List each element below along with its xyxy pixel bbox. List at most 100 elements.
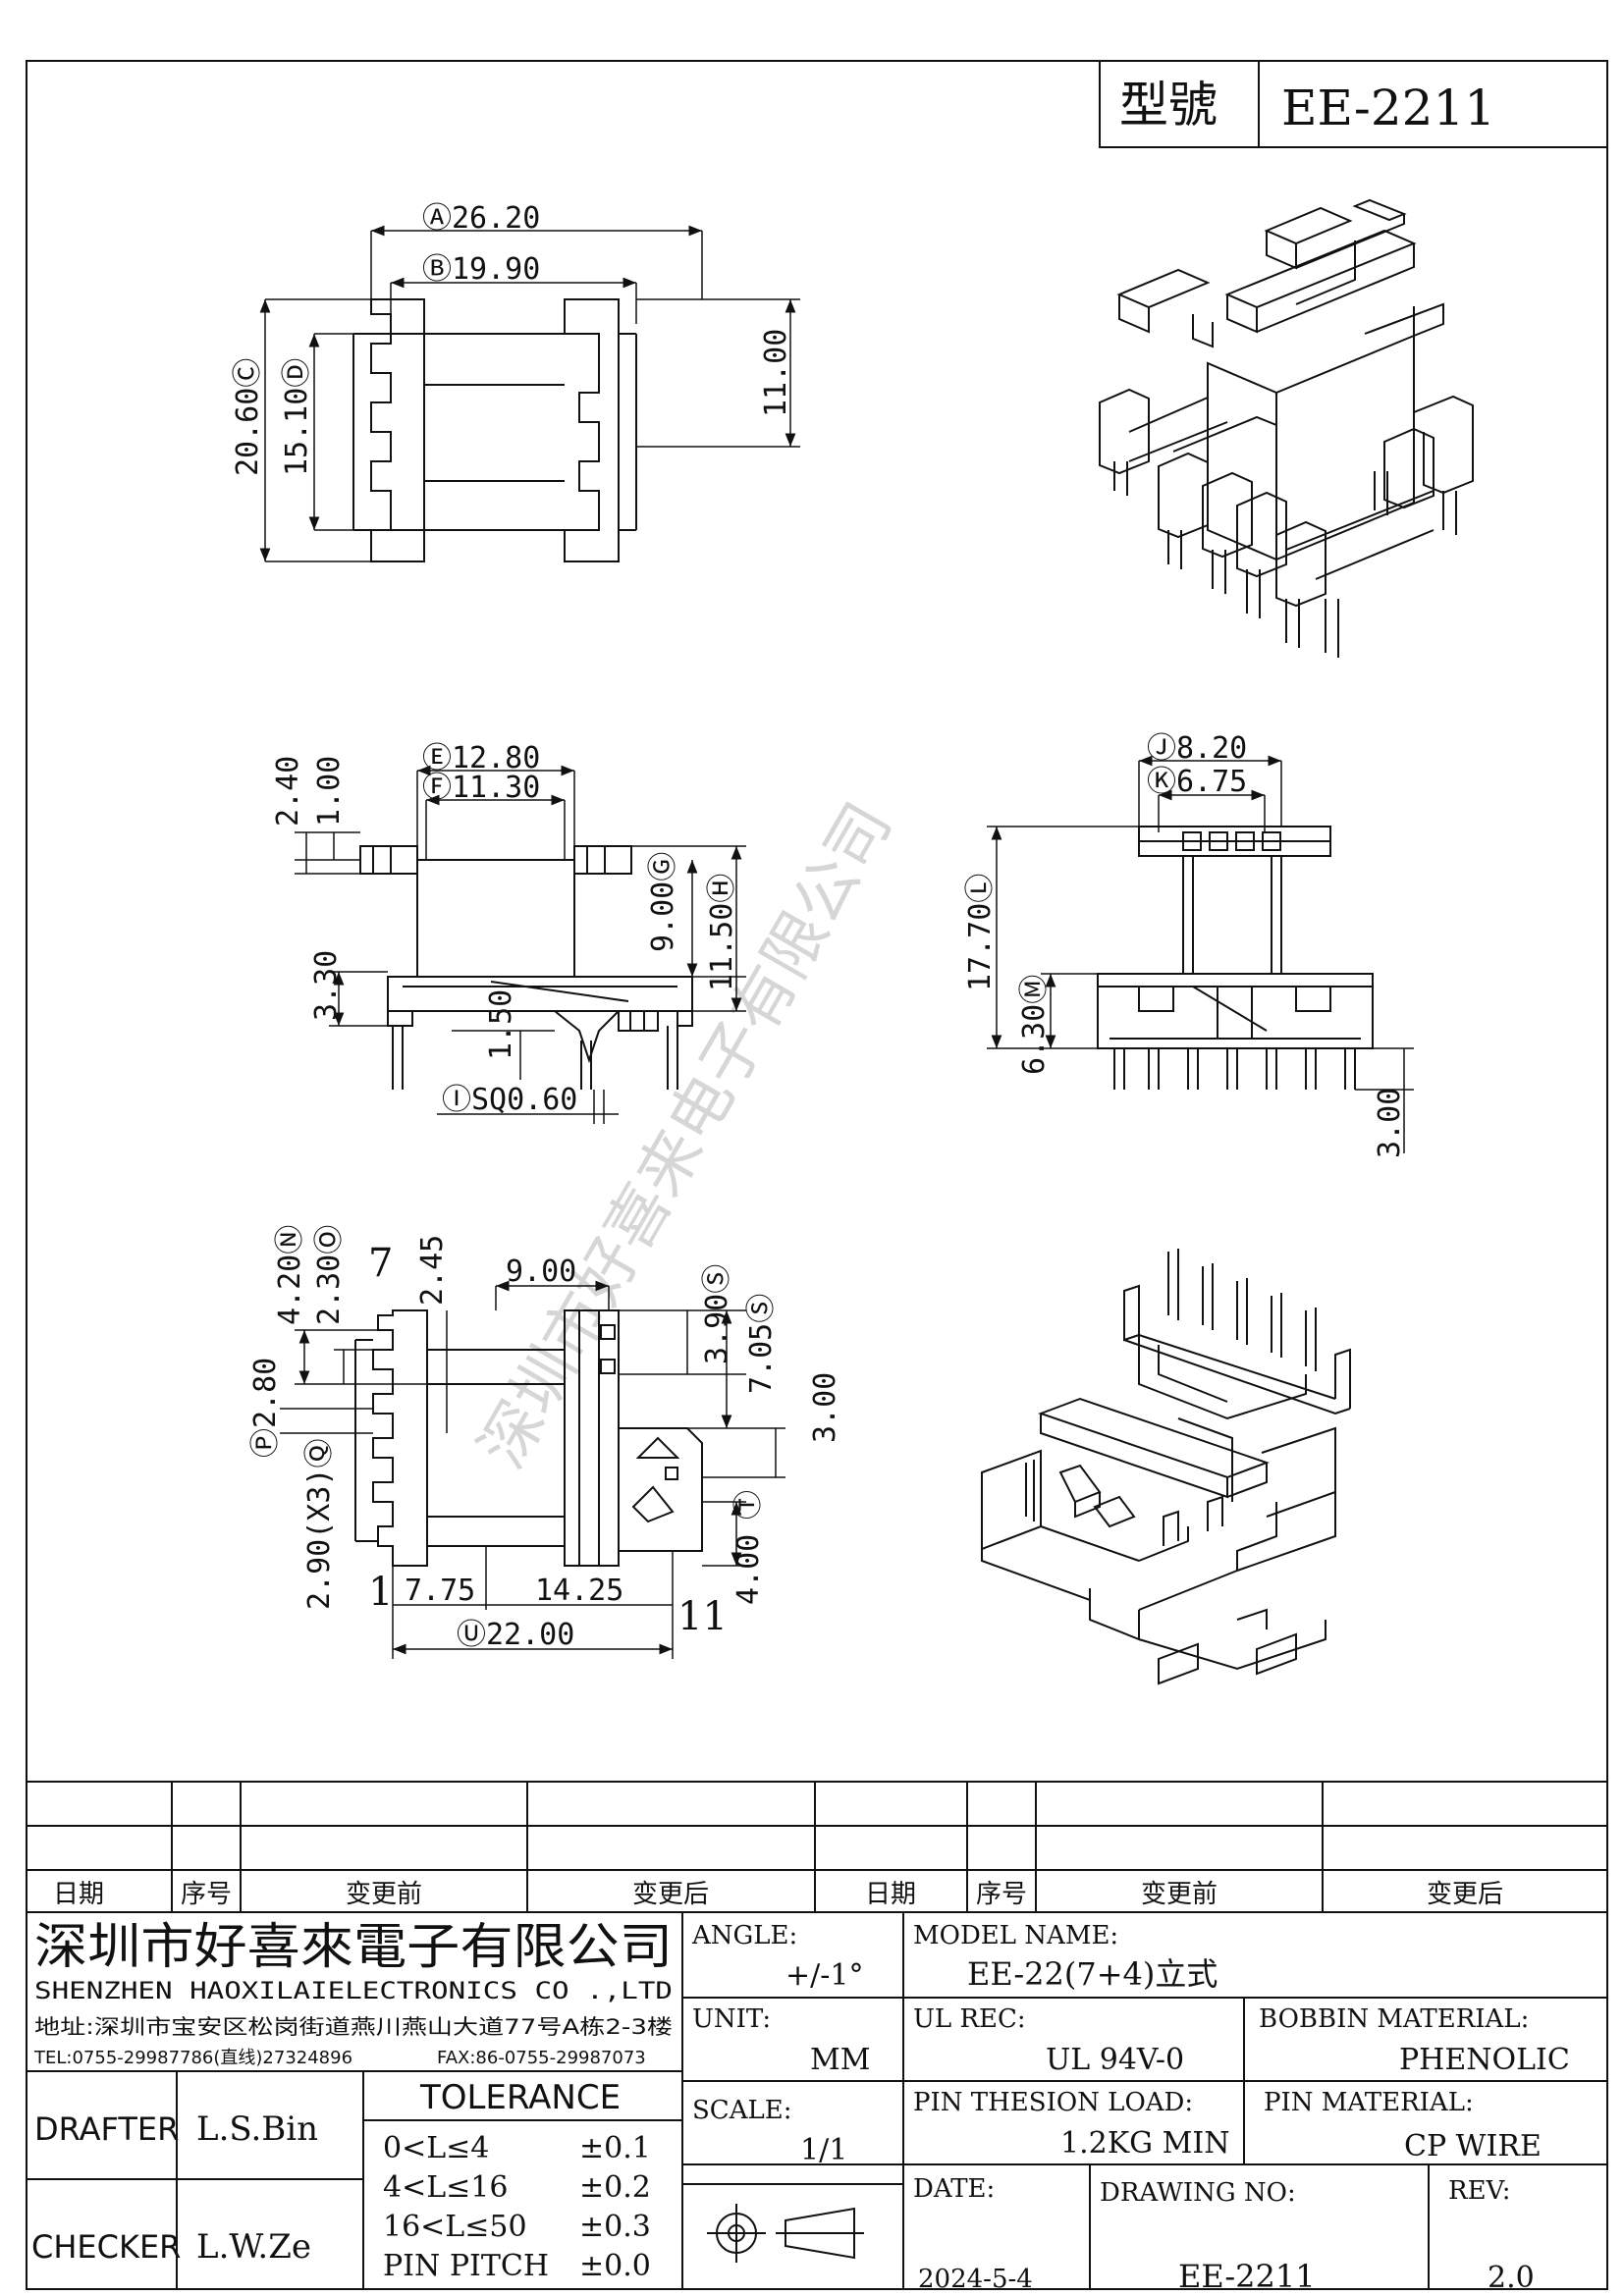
pin-load-label: PIN THESION LOAD: bbox=[913, 2088, 1193, 2117]
revision-table-header: 日期 序号 变更前 变更后 日期 序号 变更前 变更后 bbox=[53, 1880, 1503, 1909]
checker-value: L.W.Ze bbox=[196, 2227, 311, 2267]
dim-j: Ⓙ8.20 bbox=[1147, 731, 1247, 766]
dim-240: 2.40 bbox=[271, 756, 305, 827]
scale-label: SCALE: bbox=[692, 2096, 792, 2125]
tol-value-2: ±0.2 bbox=[579, 2170, 651, 2205]
dim-705: 7.05Ⓢ bbox=[744, 1294, 779, 1394]
company-name-cn: 深圳市好喜來電子有限公司 bbox=[34, 1918, 673, 1975]
header-model-box: 型號 EE-2211 bbox=[1099, 60, 1608, 148]
rev-header-seq-2: 序号 bbox=[976, 1880, 1027, 1909]
dim-900: 9.00 bbox=[506, 1255, 576, 1289]
date-label: DATE: bbox=[913, 2174, 995, 2204]
rev-label: REV: bbox=[1448, 2176, 1510, 2206]
tolerance-title: TOLERANCE bbox=[419, 2078, 621, 2117]
dim-i: ⒾSQ0.60 bbox=[442, 1083, 577, 1117]
rev-header-date-1: 日期 bbox=[53, 1880, 104, 1909]
drafter-label: DRAFTER bbox=[34, 2110, 179, 2148]
tol-value-3: ±0.3 bbox=[579, 2210, 651, 2244]
title-block-lines bbox=[27, 1781, 1607, 2289]
dim-h: 11.50Ⓗ bbox=[705, 874, 739, 991]
dim-o: 2.30Ⓞ bbox=[312, 1225, 347, 1325]
ul-rec-value: UL 94V-0 bbox=[1046, 2043, 1184, 2077]
tol-pin-pitch-value: ±0.0 bbox=[579, 2249, 651, 2283]
dim-n: 4.20Ⓝ bbox=[273, 1225, 307, 1325]
tol-range-3: 16<L≤50 bbox=[383, 2210, 527, 2244]
pin-1-label: 1 bbox=[368, 1570, 393, 1615]
model-label: 型號 bbox=[1119, 77, 1218, 133]
dim-u: Ⓤ22.00 bbox=[457, 1618, 574, 1652]
pin-load-value: 1.2KG MIN bbox=[1060, 2126, 1229, 2161]
dim-p: Ⓟ2.80 bbox=[248, 1358, 283, 1458]
tol-range-1: 0<L≤4 bbox=[383, 2131, 489, 2165]
angle-label: ANGLE: bbox=[691, 1921, 797, 1950]
pin-11-label: 11 bbox=[677, 1594, 728, 1639]
dim-e: Ⓔ12.80 bbox=[422, 741, 540, 775]
dim-100: 1.00 bbox=[312, 756, 347, 827]
iso-view-bottom bbox=[981, 1249, 1351, 1685]
model-name-value: EE-22(7+4)立式 bbox=[967, 1955, 1218, 1993]
dim-l: 17.70Ⓛ bbox=[963, 874, 998, 991]
bobbin-material-value: PHENOLIC bbox=[1399, 2043, 1570, 2077]
dim-1425: 14.25 bbox=[535, 1574, 623, 1608]
bottom-view-dims bbox=[280, 1280, 785, 1659]
checker-label: CHECKER bbox=[31, 2228, 181, 2266]
ul-rec-label: UL REC: bbox=[913, 2004, 1026, 2034]
dim-300a: 3.00 bbox=[1373, 1088, 1407, 1158]
dim-q: 2.90(X3)Ⓠ bbox=[302, 1439, 337, 1611]
dim-775: 7.75 bbox=[405, 1574, 475, 1608]
dim-390: 3.90Ⓢ bbox=[700, 1264, 734, 1364]
dim-150: 1.50 bbox=[484, 989, 518, 1060]
drawing-no-label: DRAWING NO: bbox=[1100, 2178, 1296, 2208]
front-view-dims bbox=[295, 765, 746, 1124]
drawing-no-value: EE-2211 bbox=[1178, 2258, 1316, 2295]
company-address: 地址:深圳市宝安区松岗街道燕川燕山大道77号A栋2-3楼 bbox=[34, 2015, 673, 2039]
rev-header-after-2: 变更后 bbox=[1427, 1880, 1503, 1909]
side-view bbox=[1097, 826, 1374, 1090]
rev-value: 2.0 bbox=[1488, 2261, 1535, 2295]
top-view bbox=[352, 298, 637, 562]
dim-m: 6.30Ⓜ bbox=[1017, 975, 1052, 1075]
dim-245: 2.45 bbox=[415, 1235, 450, 1306]
rev-header-before-2: 变更前 bbox=[1141, 1880, 1218, 1909]
scale-value: 1/1 bbox=[800, 2133, 847, 2167]
company-fax: FAX:86-0755-29987073 bbox=[437, 2048, 646, 2068]
iso-view-top bbox=[1099, 198, 1474, 658]
rev-header-before-1: 变更前 bbox=[346, 1880, 422, 1909]
rev-header-after-1: 变更后 bbox=[632, 1880, 709, 1909]
pin-material-value: CP WIRE bbox=[1404, 2129, 1542, 2163]
dim-c: 20.60Ⓒ bbox=[231, 358, 265, 476]
dim-a: Ⓐ26.20 bbox=[422, 201, 540, 236]
front-view bbox=[359, 845, 693, 1090]
unit-value: MM bbox=[810, 2043, 870, 2077]
tol-pin-pitch: PIN PITCH bbox=[383, 2249, 549, 2283]
dim-t: Ⓣ bbox=[731, 1490, 766, 1520]
model-name-label: MODEL NAME: bbox=[913, 1921, 1118, 1950]
drafter-value: L.S.Bin bbox=[196, 2109, 318, 2149]
rev-header-seq-1: 序号 bbox=[181, 1880, 232, 1909]
dim-d: 15.10Ⓓ bbox=[280, 358, 314, 476]
unit-label: UNIT: bbox=[692, 2004, 771, 2034]
company-name-en: SHENZHEN HAOXILAIELECTRONICS CO .,LTD bbox=[34, 1977, 673, 2004]
rev-header-date-2: 日期 bbox=[865, 1880, 916, 1909]
dim-400: 4.00 bbox=[731, 1534, 766, 1605]
dim-b: Ⓑ19.90 bbox=[422, 252, 540, 287]
dim-330: 3.30 bbox=[309, 950, 344, 1021]
dim-f: Ⓕ11.30 bbox=[422, 771, 540, 805]
tol-value-1: ±0.1 bbox=[579, 2131, 651, 2165]
projection-symbol-icon bbox=[707, 2204, 864, 2263]
dim-k: Ⓚ6.75 bbox=[1147, 765, 1247, 799]
dim-300b: 3.00 bbox=[808, 1372, 842, 1443]
dim-g: 9.00Ⓖ bbox=[646, 852, 680, 952]
sheet-border bbox=[26, 60, 1608, 2290]
pin-7-label: 7 bbox=[368, 1241, 393, 1286]
dim-11: 11.00 bbox=[759, 329, 793, 417]
side-view-dims bbox=[987, 755, 1414, 1153]
company-tel: TEL:0755-29987786(直线)27324896 bbox=[33, 2048, 352, 2068]
top-view-dims bbox=[259, 225, 800, 562]
pin-material-label: PIN MATERIAL: bbox=[1264, 2088, 1474, 2117]
angle-value: +/-1° bbox=[785, 1958, 863, 1993]
tol-range-2: 4<L≤16 bbox=[383, 2170, 508, 2205]
bobbin-material-label: BOBBIN MATERIAL: bbox=[1259, 2004, 1529, 2034]
bottom-view bbox=[354, 1309, 703, 1567]
